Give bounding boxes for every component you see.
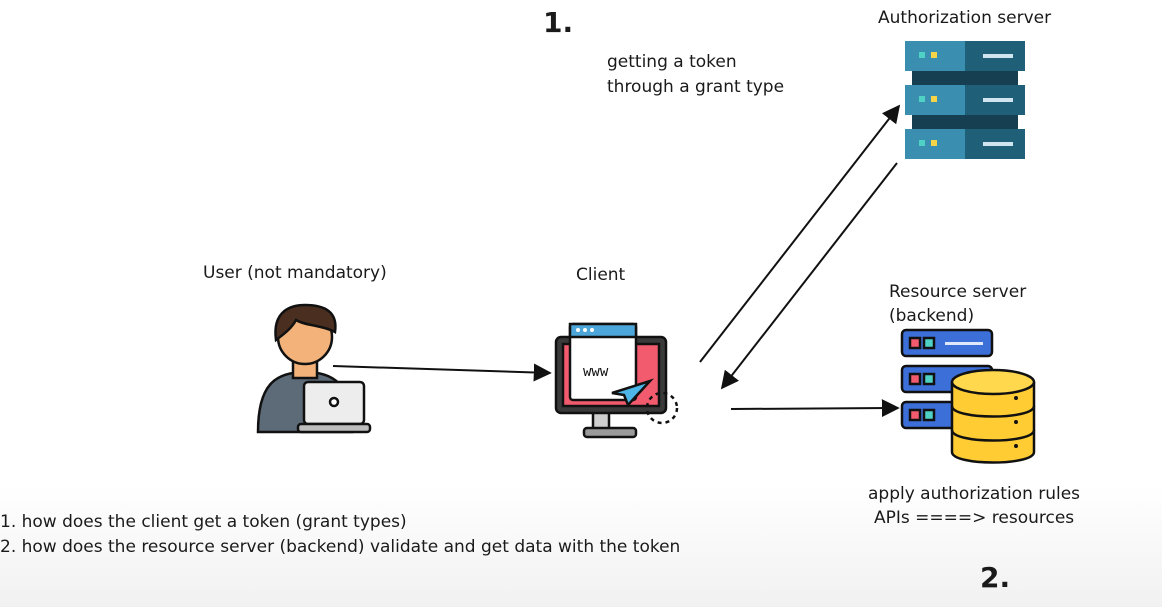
step-1-marker: 1.: [543, 6, 574, 39]
flow-arrows: [332, 104, 901, 418]
token-annotation-line1: getting a token: [607, 52, 737, 72]
user-laptop-icon: [256, 303, 372, 434]
resource-server-sublabel: (backend): [889, 306, 975, 326]
rules-annotation-line2: APIs ====> resources: [874, 508, 1075, 528]
notes-list: 1. how does the client get a token (gran…: [0, 510, 680, 560]
step-2-marker: 2.: [980, 561, 1011, 594]
user-label: User (not mandatory): [203, 263, 387, 283]
auth-server-label: Authorization server: [878, 8, 1052, 28]
note-item: 2. how does the resource server (backend…: [0, 537, 681, 557]
client-monitor-icon: www: [554, 322, 679, 439]
authorization-server-icon: [905, 41, 1025, 159]
arrow-client-to-auth-server: [699, 104, 901, 363]
arrow-auth-server-to-client: [720, 162, 898, 390]
token-annotation-line2: through a grant type: [607, 77, 785, 97]
resource-server-label: Resource server: [889, 282, 1027, 302]
client-label: Client: [576, 265, 626, 285]
arrow-user-to-client: [332, 363, 552, 382]
resource-server-database-icon: [900, 328, 1036, 464]
arrow-client-to-resource-server: [730, 399, 900, 418]
client-screen-text: www: [583, 364, 609, 380]
note-item: 1. how does the client get a token (gran…: [0, 512, 407, 532]
rules-annotation-line1: apply authorization rules: [868, 484, 1081, 504]
